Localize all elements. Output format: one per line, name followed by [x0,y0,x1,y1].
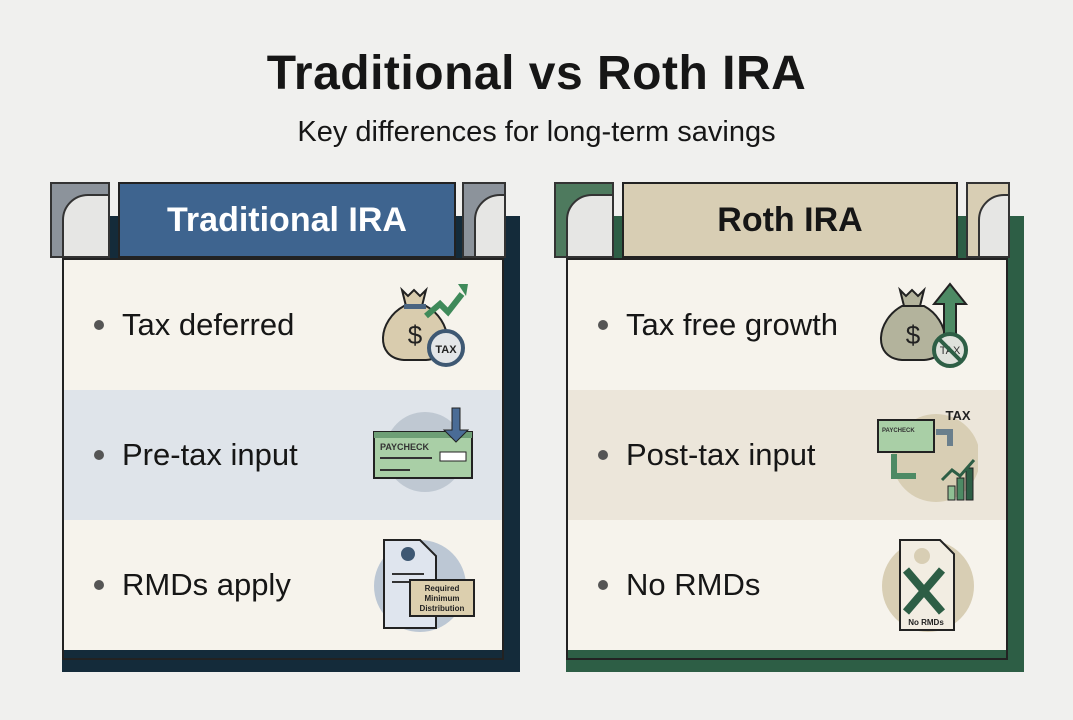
traditional-body: Tax deferred $ TAX Pre-tax input PAYCHEC… [62,258,504,660]
row-label: No RMDs [626,567,761,602]
page-subtitle: Key differences for long-term savings [297,116,776,148]
list-item: No RMDs No RMDs [568,520,1006,650]
no-rmd-document-icon: No RMDs [882,539,974,632]
row-label: Post-tax input [626,437,816,472]
bullet-icon [598,320,608,330]
svg-text:PAYCHECK: PAYCHECK [380,442,430,452]
row-label: Tax free growth [626,307,838,342]
svg-text:Required: Required [425,584,460,593]
bullet-icon [94,320,104,330]
row-label: Tax deferred [122,307,295,342]
row-label: RMDs apply [122,567,291,602]
svg-text:TAX: TAX [945,408,970,423]
roth-body: Tax free growth $ TAX Post-tax input PAY… [566,258,1008,660]
corner-decoration [966,182,1010,258]
svg-text:PAYCHECK: PAYCHECK [882,428,915,434]
money-bag-no-tax-icon: $ TAX [880,282,969,368]
svg-text:$: $ [906,320,921,350]
money-bag-growth-tax-icon: $ TAX [382,284,468,367]
roth-header: Roth IRA [622,182,958,258]
svg-text:$: $ [408,320,423,350]
paycheck-icon: PAYCHECK [373,407,473,492]
list-item: RMDs apply Required Minimum Distribution [64,520,502,650]
page-title: Traditional vs Roth IRA [266,47,807,100]
traditional-header: Traditional IRA [118,182,456,258]
svg-text:Distribution: Distribution [420,604,465,613]
paycheck-tax-growth-icon: PAYCHECK TAX [877,408,978,502]
list-item: Tax free growth $ TAX [568,260,1006,390]
rmd-document-icon: Required Minimum Distribution [374,539,475,632]
svg-text:Minimum: Minimum [424,594,459,603]
list-item: Post-tax input PAYCHECK TAX [568,390,1006,520]
list-item: Pre-tax input PAYCHECK [64,390,502,520]
roth-ira-card: Roth IRA Tax free growth $ TAX Post-tax … [554,182,1024,672]
svg-text:No RMDs: No RMDs [908,618,944,627]
row-label: Pre-tax input [122,437,298,472]
corner-decoration [554,182,614,258]
bullet-icon [94,580,104,590]
svg-text:TAX: TAX [435,344,457,356]
traditional-ira-card: Traditional IRA Tax deferred $ TAX Pre-t… [50,182,520,672]
bullet-icon [598,450,608,460]
list-item: Tax deferred $ TAX [64,260,502,390]
bullet-icon [94,450,104,460]
bullet-icon [598,580,608,590]
corner-decoration [462,182,506,258]
corner-decoration [50,182,110,258]
